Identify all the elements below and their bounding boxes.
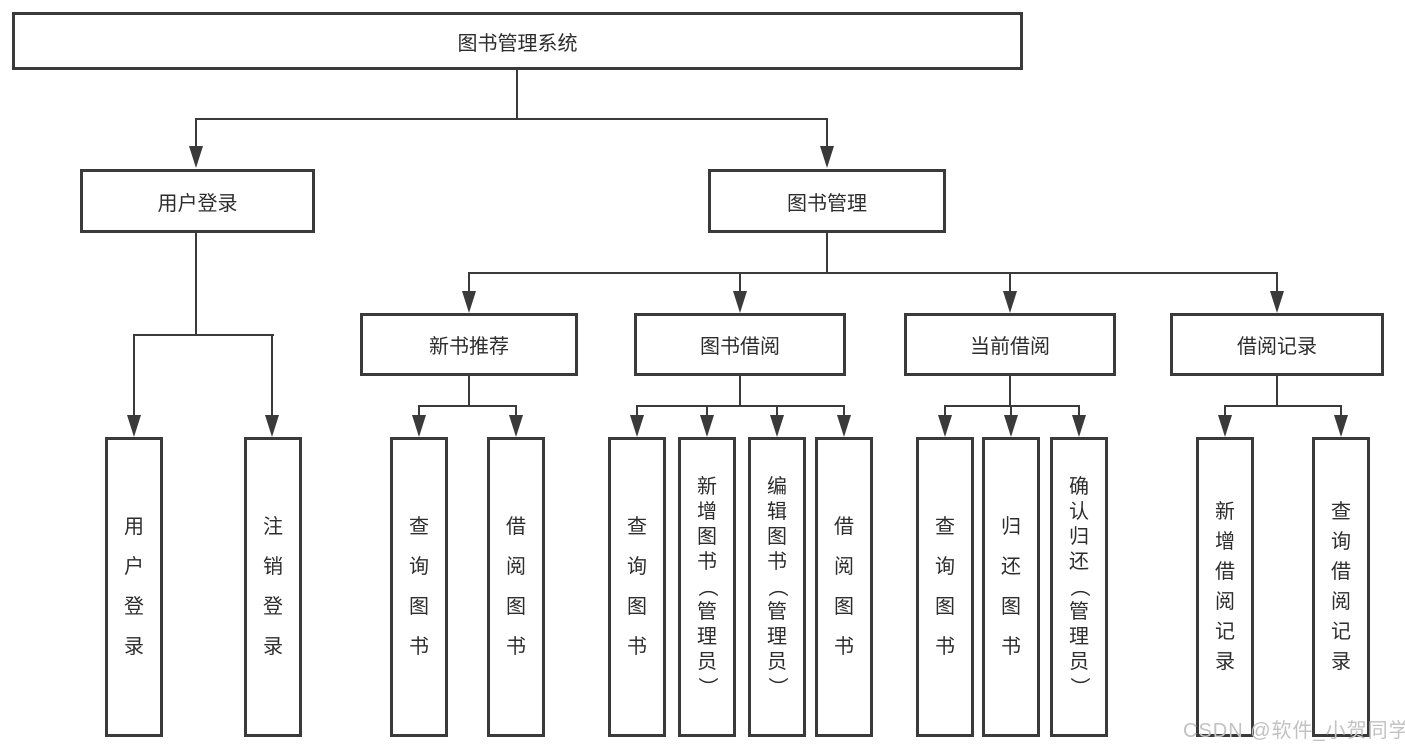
connector-line: [271, 336, 273, 417]
arrow-down-icon: [1072, 415, 1086, 437]
leaf-current-return: 归还图书: [982, 437, 1040, 737]
connector-line: [468, 376, 470, 407]
arrow-down-icon: [265, 415, 279, 437]
leaf-borrow-query: 查询图书: [608, 437, 666, 737]
leaf-borrow-edit-admin-label: 编辑图书（管理员）: [766, 476, 788, 697]
connector-line: [1224, 405, 1342, 407]
arrow-down-icon: [412, 415, 426, 437]
connector-line: [944, 407, 946, 417]
connector-line: [843, 407, 845, 417]
connector-line: [418, 407, 420, 417]
connector-line: [1340, 407, 1342, 417]
node-book-borrow: 图书借阅: [634, 313, 846, 376]
arrow-down-icon: [127, 415, 141, 437]
node-new-books: 新书推荐: [360, 313, 578, 376]
node-user-login: 用户登录: [80, 169, 315, 233]
node-current-borrow: 当前借阅: [904, 313, 1116, 376]
node-borrow-records-label: 借阅记录: [1237, 336, 1317, 358]
connector-line: [1276, 274, 1278, 293]
connector-line: [133, 336, 135, 417]
connector-line: [468, 274, 470, 293]
leaf-borrow-book-label: 借阅图书: [834, 516, 854, 658]
connector-line: [1010, 407, 1012, 417]
arrow-down-icon: [462, 291, 476, 313]
arrow-down-icon: [770, 415, 784, 437]
connector-line: [195, 118, 828, 120]
leaf-current-return-label: 归还图书: [1001, 516, 1021, 658]
node-new-books-label: 新书推荐: [429, 336, 509, 358]
connector-line: [515, 407, 517, 417]
arrow-down-icon: [630, 415, 644, 437]
connector-line: [739, 376, 741, 407]
arrow-down-icon: [1004, 415, 1018, 437]
node-user-login-label: 用户登录: [157, 192, 238, 215]
leaf-current-query-label: 查询图书: [935, 516, 955, 658]
connector-line: [1276, 376, 1278, 407]
connector-line: [195, 120, 197, 148]
watermark: CSDN @软件_小贺同学: [1183, 720, 1405, 742]
arrow-down-icon: [938, 415, 952, 437]
node-book-borrow-label: 图书借阅: [700, 336, 780, 358]
arrow-down-icon: [820, 146, 834, 168]
arrow-down-icon: [733, 291, 747, 313]
leaf-records-add: 新增借阅记录: [1196, 437, 1254, 737]
connector-line: [739, 274, 741, 293]
leaf-newbooks-query: 查询图书: [390, 437, 448, 737]
leaf-records-query-label: 查询借阅记录: [1331, 501, 1351, 673]
leaf-borrow-edit-admin: 编辑图书（管理员）: [748, 437, 806, 737]
arrow-down-icon: [837, 415, 851, 437]
leaf-logout: 注销登录: [244, 437, 302, 737]
node-borrow-records: 借阅记录: [1170, 313, 1384, 376]
connector-line: [1009, 274, 1011, 293]
leaf-borrow-book: 借阅图书: [815, 437, 873, 737]
node-root: 图书管理系统: [12, 12, 1023, 70]
arrow-down-icon: [509, 415, 523, 437]
connector-line: [944, 405, 1080, 407]
arrow-down-icon: [700, 415, 714, 437]
leaf-logout-label: 注销登录: [263, 516, 283, 658]
leaf-newbooks-borrow-label: 借阅图书: [506, 516, 526, 658]
connector-line: [195, 233, 197, 336]
leaf-records-query: 查询借阅记录: [1312, 437, 1370, 737]
node-current-borrow-label: 当前借阅: [970, 336, 1050, 358]
connector-line: [1078, 407, 1080, 417]
leaf-borrow-query-label: 查询图书: [627, 516, 647, 658]
arrow-down-icon: [1334, 415, 1348, 437]
leaf-current-confirm-admin-label: 确认归还（管理员）: [1068, 476, 1090, 697]
connector-line: [636, 405, 845, 407]
leaf-newbooks-query-label: 查询图书: [409, 516, 429, 658]
leaf-borrow-add-admin: 新增图书（管理员）: [678, 437, 736, 737]
connector-line: [418, 405, 517, 407]
leaf-current-confirm-admin: 确认归还（管理员）: [1050, 437, 1108, 737]
leaf-current-query: 查询图书: [916, 437, 974, 737]
connector-line: [133, 334, 274, 336]
leaf-records-add-label: 新增借阅记录: [1215, 501, 1235, 673]
leaf-user-login-label: 用户登录: [124, 516, 144, 658]
connector-line: [776, 407, 778, 417]
node-book-mgmt-label: 图书管理: [787, 192, 867, 215]
arrow-down-icon: [1218, 415, 1232, 437]
arrow-down-icon: [1003, 291, 1017, 313]
connector-line: [826, 120, 828, 148]
arrow-down-icon: [189, 146, 203, 168]
connector-line: [706, 407, 708, 417]
connector-line: [826, 233, 828, 274]
connector-line: [516, 69, 518, 120]
leaf-user-login: 用户登录: [105, 437, 163, 737]
arrow-down-icon: [1270, 291, 1284, 313]
leaf-newbooks-borrow: 借阅图书: [487, 437, 545, 737]
connector-line: [1224, 407, 1226, 417]
node-book-mgmt: 图书管理: [708, 169, 946, 233]
connector-line: [1009, 376, 1011, 407]
connector-line: [636, 407, 638, 417]
node-root-label: 图书管理系统: [457, 32, 578, 55]
connector-line: [468, 272, 1278, 274]
leaf-borrow-add-admin-label: 新增图书（管理员）: [696, 476, 718, 697]
